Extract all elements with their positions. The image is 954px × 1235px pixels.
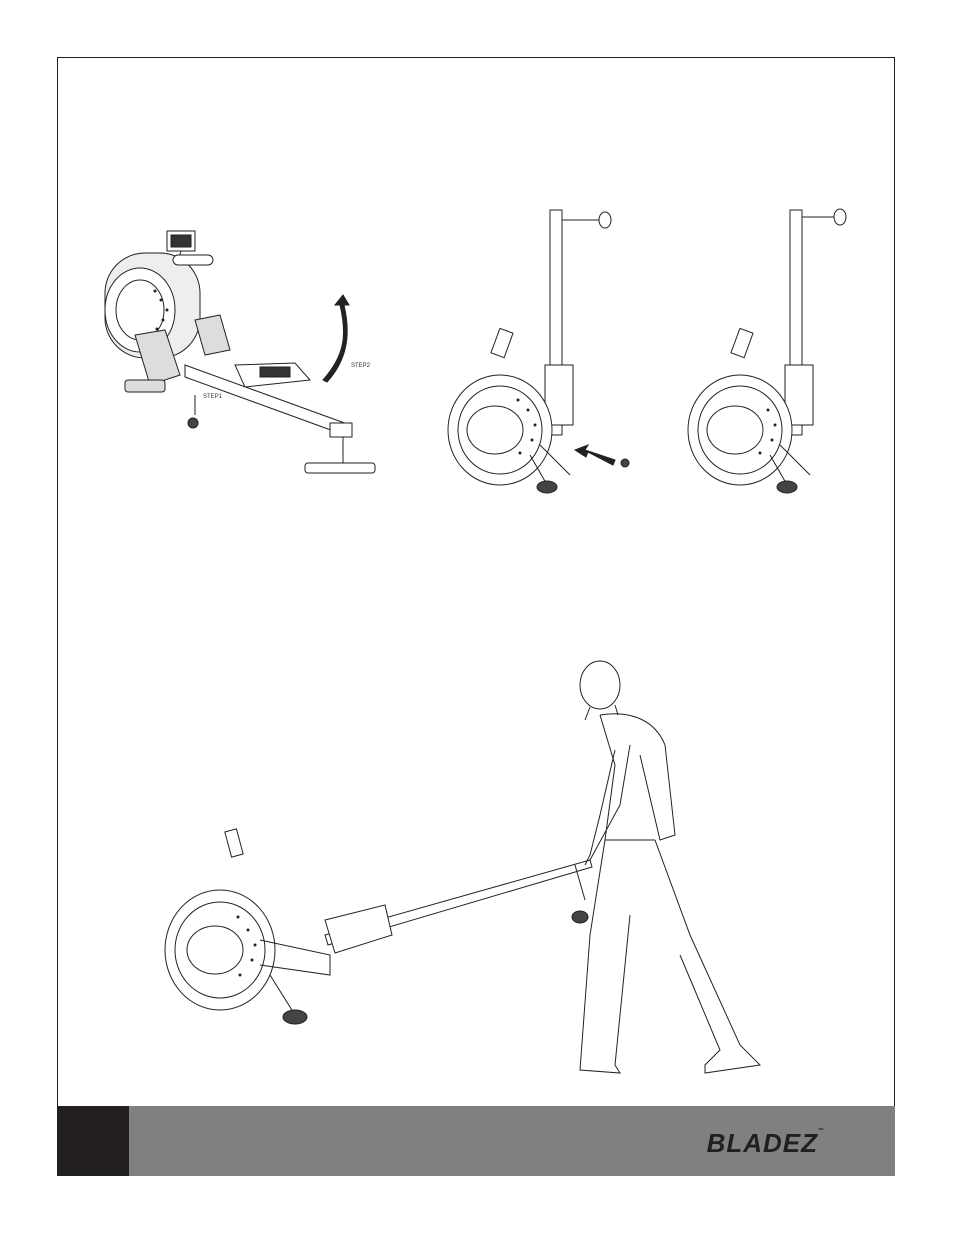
- moving-rail: [324, 859, 593, 946]
- figure-upright-insert-knob: [440, 205, 640, 500]
- brand-trademark: ™: [818, 1128, 825, 1134]
- step2-label: STEP2: [351, 363, 371, 369]
- figure-folding-steps: STEP1 STEP2: [95, 225, 395, 495]
- footer-page-block: [57, 1106, 129, 1176]
- step2-arrow: [322, 294, 350, 383]
- insert-arrow: [573, 444, 616, 466]
- brand-logo: BLADEZ™: [707, 1128, 825, 1159]
- step1-label: STEP1: [203, 394, 223, 400]
- figure-moving-rower: [160, 655, 770, 1095]
- brand-name: BLADEZ: [706, 1128, 818, 1158]
- moving-seat: [324, 904, 393, 954]
- footer-band: BLADEZ™: [129, 1106, 895, 1176]
- footer-bar: BLADEZ™: [57, 1106, 895, 1176]
- footrest-left: [134, 329, 181, 386]
- footrest-right: [194, 314, 231, 356]
- person-figure: [579, 660, 762, 1074]
- figure-upright-locked: [680, 205, 870, 500]
